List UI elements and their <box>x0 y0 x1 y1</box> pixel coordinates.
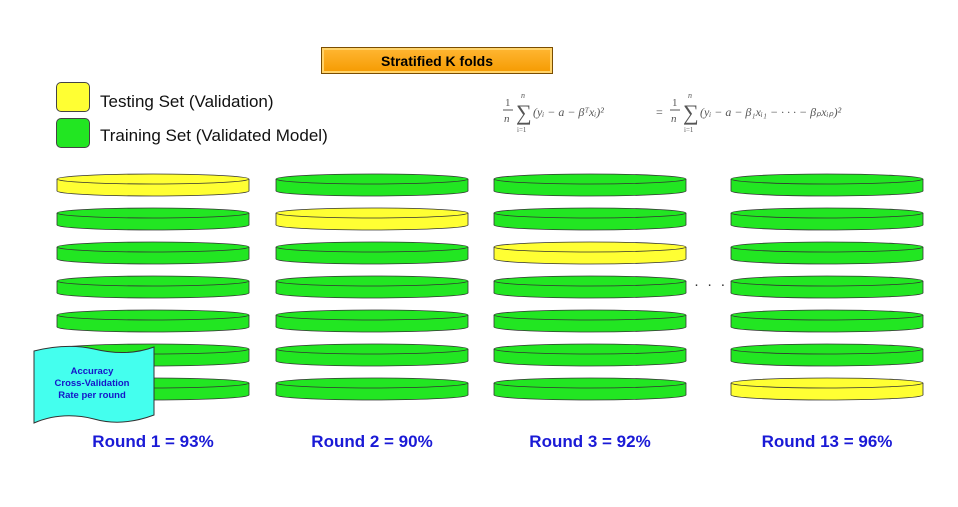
formula-equals: = <box>656 105 663 119</box>
callout-line: Cross-Validation <box>54 378 130 389</box>
round-label: Round 2 = 90% <box>311 432 433 451</box>
formula-lhs-body: (yᵢ − a − βᵀxᵢ)² <box>533 105 604 119</box>
formula-sum-symbol-2: ∑ <box>683 100 699 125</box>
diagram-title: Stratified K folds <box>321 47 553 74</box>
legend-testing-swatch <box>56 82 90 112</box>
legend-training-label: Training Set (Validated Model) <box>100 126 328 145</box>
train-fold-disk <box>275 173 469 197</box>
train-fold-disk <box>493 343 687 367</box>
round-stack <box>493 173 687 401</box>
train-fold-disk <box>493 207 687 231</box>
test-fold-disk <box>56 173 250 197</box>
train-fold-disk <box>56 275 250 299</box>
test-fold-disk <box>730 377 924 401</box>
mse-formula: 1 n n ∑ i=1 (yᵢ − a − βᵀxᵢ)² = 1 n n ∑ i… <box>503 91 842 134</box>
train-fold-disk <box>493 377 687 401</box>
train-fold-disk <box>275 275 469 299</box>
train-fold-disk <box>730 241 924 265</box>
formula-frac-bottom: n <box>504 113 510 125</box>
train-fold-disk <box>56 309 250 333</box>
legend-training-swatch <box>56 118 90 148</box>
formula-frac-bottom-2: n <box>671 113 677 125</box>
formula-sum-bottom-2: i=1 <box>684 126 694 134</box>
formula-frac-top: 1 <box>505 97 511 109</box>
train-fold-disk <box>493 309 687 333</box>
test-fold-disk <box>275 207 469 231</box>
formula-sum-bottom: i=1 <box>517 126 527 134</box>
accuracy-callout-text: Accuracy Cross-Validation Rate per round <box>36 366 148 402</box>
train-fold-disk <box>730 173 924 197</box>
callout-line: Rate per round <box>58 390 126 401</box>
formula-frac-top-2: 1 <box>672 97 678 109</box>
round-stack <box>730 173 924 401</box>
train-fold-disk <box>275 377 469 401</box>
train-fold-disk <box>275 309 469 333</box>
train-fold-disk <box>730 343 924 367</box>
train-fold-disk <box>493 173 687 197</box>
round-label: Round 13 = 96% <box>761 432 893 451</box>
train-fold-disk <box>730 275 924 299</box>
round-stack <box>275 173 469 401</box>
train-fold-disk <box>493 275 687 299</box>
legend-testing-label: Testing Set (Validation) <box>100 92 274 111</box>
train-fold-disk <box>730 207 924 231</box>
accuracy-callout-shape <box>33 345 155 424</box>
round-label: Round 3 = 92% <box>529 432 651 451</box>
formula-sum-symbol: ∑ <box>516 100 532 125</box>
train-fold-disk <box>56 241 250 265</box>
formula-rhs-body: (yᵢ − a − β₁xᵢ₁ − · · · − βₚxᵢₚ)² <box>700 105 842 119</box>
formula-sum-top-2: n <box>688 91 692 100</box>
test-fold-disk <box>493 241 687 265</box>
round-label: Round 1 = 93% <box>92 432 214 451</box>
train-fold-disk <box>56 207 250 231</box>
train-fold-disk <box>275 241 469 265</box>
train-fold-disk <box>730 309 924 333</box>
formula-sum-top: n <box>521 91 525 100</box>
more-rounds-ellipsis: · · · <box>694 276 728 293</box>
train-fold-disk <box>275 343 469 367</box>
callout-line: Accuracy <box>70 366 114 377</box>
